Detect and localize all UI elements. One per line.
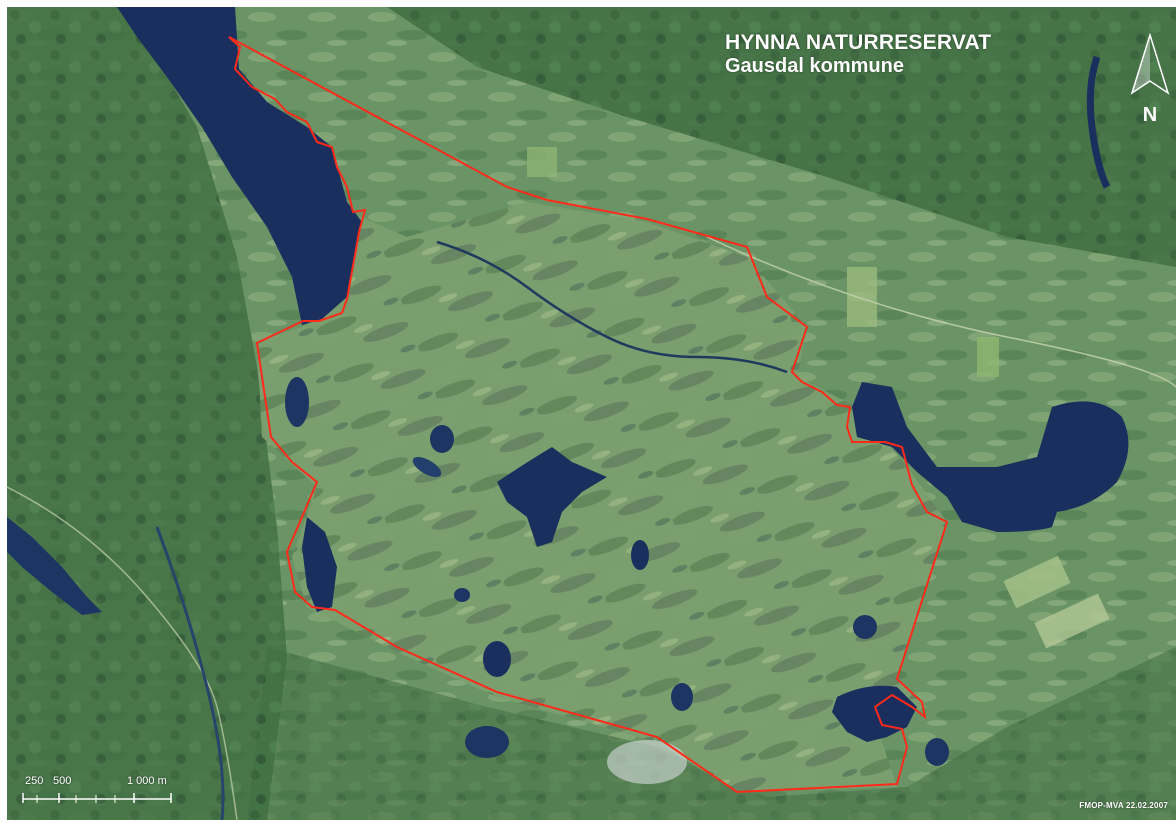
scale-label-250: 250 xyxy=(25,775,44,787)
cloud-patch xyxy=(607,740,687,784)
field-north-3 xyxy=(527,147,557,177)
river-northeast xyxy=(1086,55,1111,189)
map-title-block: HYNNA NATURRESERVAT Gausdal kommune xyxy=(725,31,991,78)
lake-small-6 xyxy=(454,588,470,602)
lake-small-8 xyxy=(465,726,509,758)
bog-mosaic xyxy=(257,202,947,792)
scale-bar-icon xyxy=(22,793,172,803)
reserve-boundary xyxy=(228,36,949,794)
river xyxy=(436,240,788,374)
forest-south xyxy=(247,647,1176,820)
road-east xyxy=(706,236,1176,388)
field-north-2 xyxy=(977,337,999,377)
lake-small-5 xyxy=(671,683,693,711)
lake-southeast-2 xyxy=(925,738,949,766)
lake-small-3 xyxy=(631,540,649,570)
scale-bar: 250 500 1 000 m xyxy=(21,775,191,809)
road-west xyxy=(7,486,238,820)
north-label: N xyxy=(1143,104,1157,126)
scale-label-1000: 1 000 m xyxy=(127,775,167,787)
scale-label-500: 500 xyxy=(53,775,72,787)
lake-southwest xyxy=(7,517,102,615)
lake-center xyxy=(497,447,607,547)
lake-small-7 xyxy=(853,615,877,639)
forest-northeast xyxy=(387,7,1176,267)
river-west xyxy=(155,526,225,820)
lake-small-9 xyxy=(285,377,309,427)
map-subtitle: Gausdal kommune xyxy=(725,55,904,78)
lake-northwest xyxy=(117,7,362,325)
aerial-map-svg xyxy=(7,7,1176,820)
lake-small-2 xyxy=(412,456,442,478)
field-east-1 xyxy=(1003,555,1071,609)
aerial-map[interactable]: HYNNA NATURRESERVAT Gausdal kommune N 25… xyxy=(7,7,1176,820)
map-credit: FMOP-MVA 22.02.2007 xyxy=(1079,801,1168,810)
lake-reserve-west xyxy=(302,517,337,612)
lake-small-1 xyxy=(430,425,454,453)
field-north-1 xyxy=(847,267,877,327)
lake-east-large xyxy=(852,382,1129,532)
field-east-2 xyxy=(1034,593,1110,649)
forest-west xyxy=(7,7,287,820)
lake-small-4 xyxy=(483,641,511,677)
map-title: HYNNA NATURRESERVAT xyxy=(725,31,992,54)
north-arrow-icon: N xyxy=(1128,33,1172,129)
